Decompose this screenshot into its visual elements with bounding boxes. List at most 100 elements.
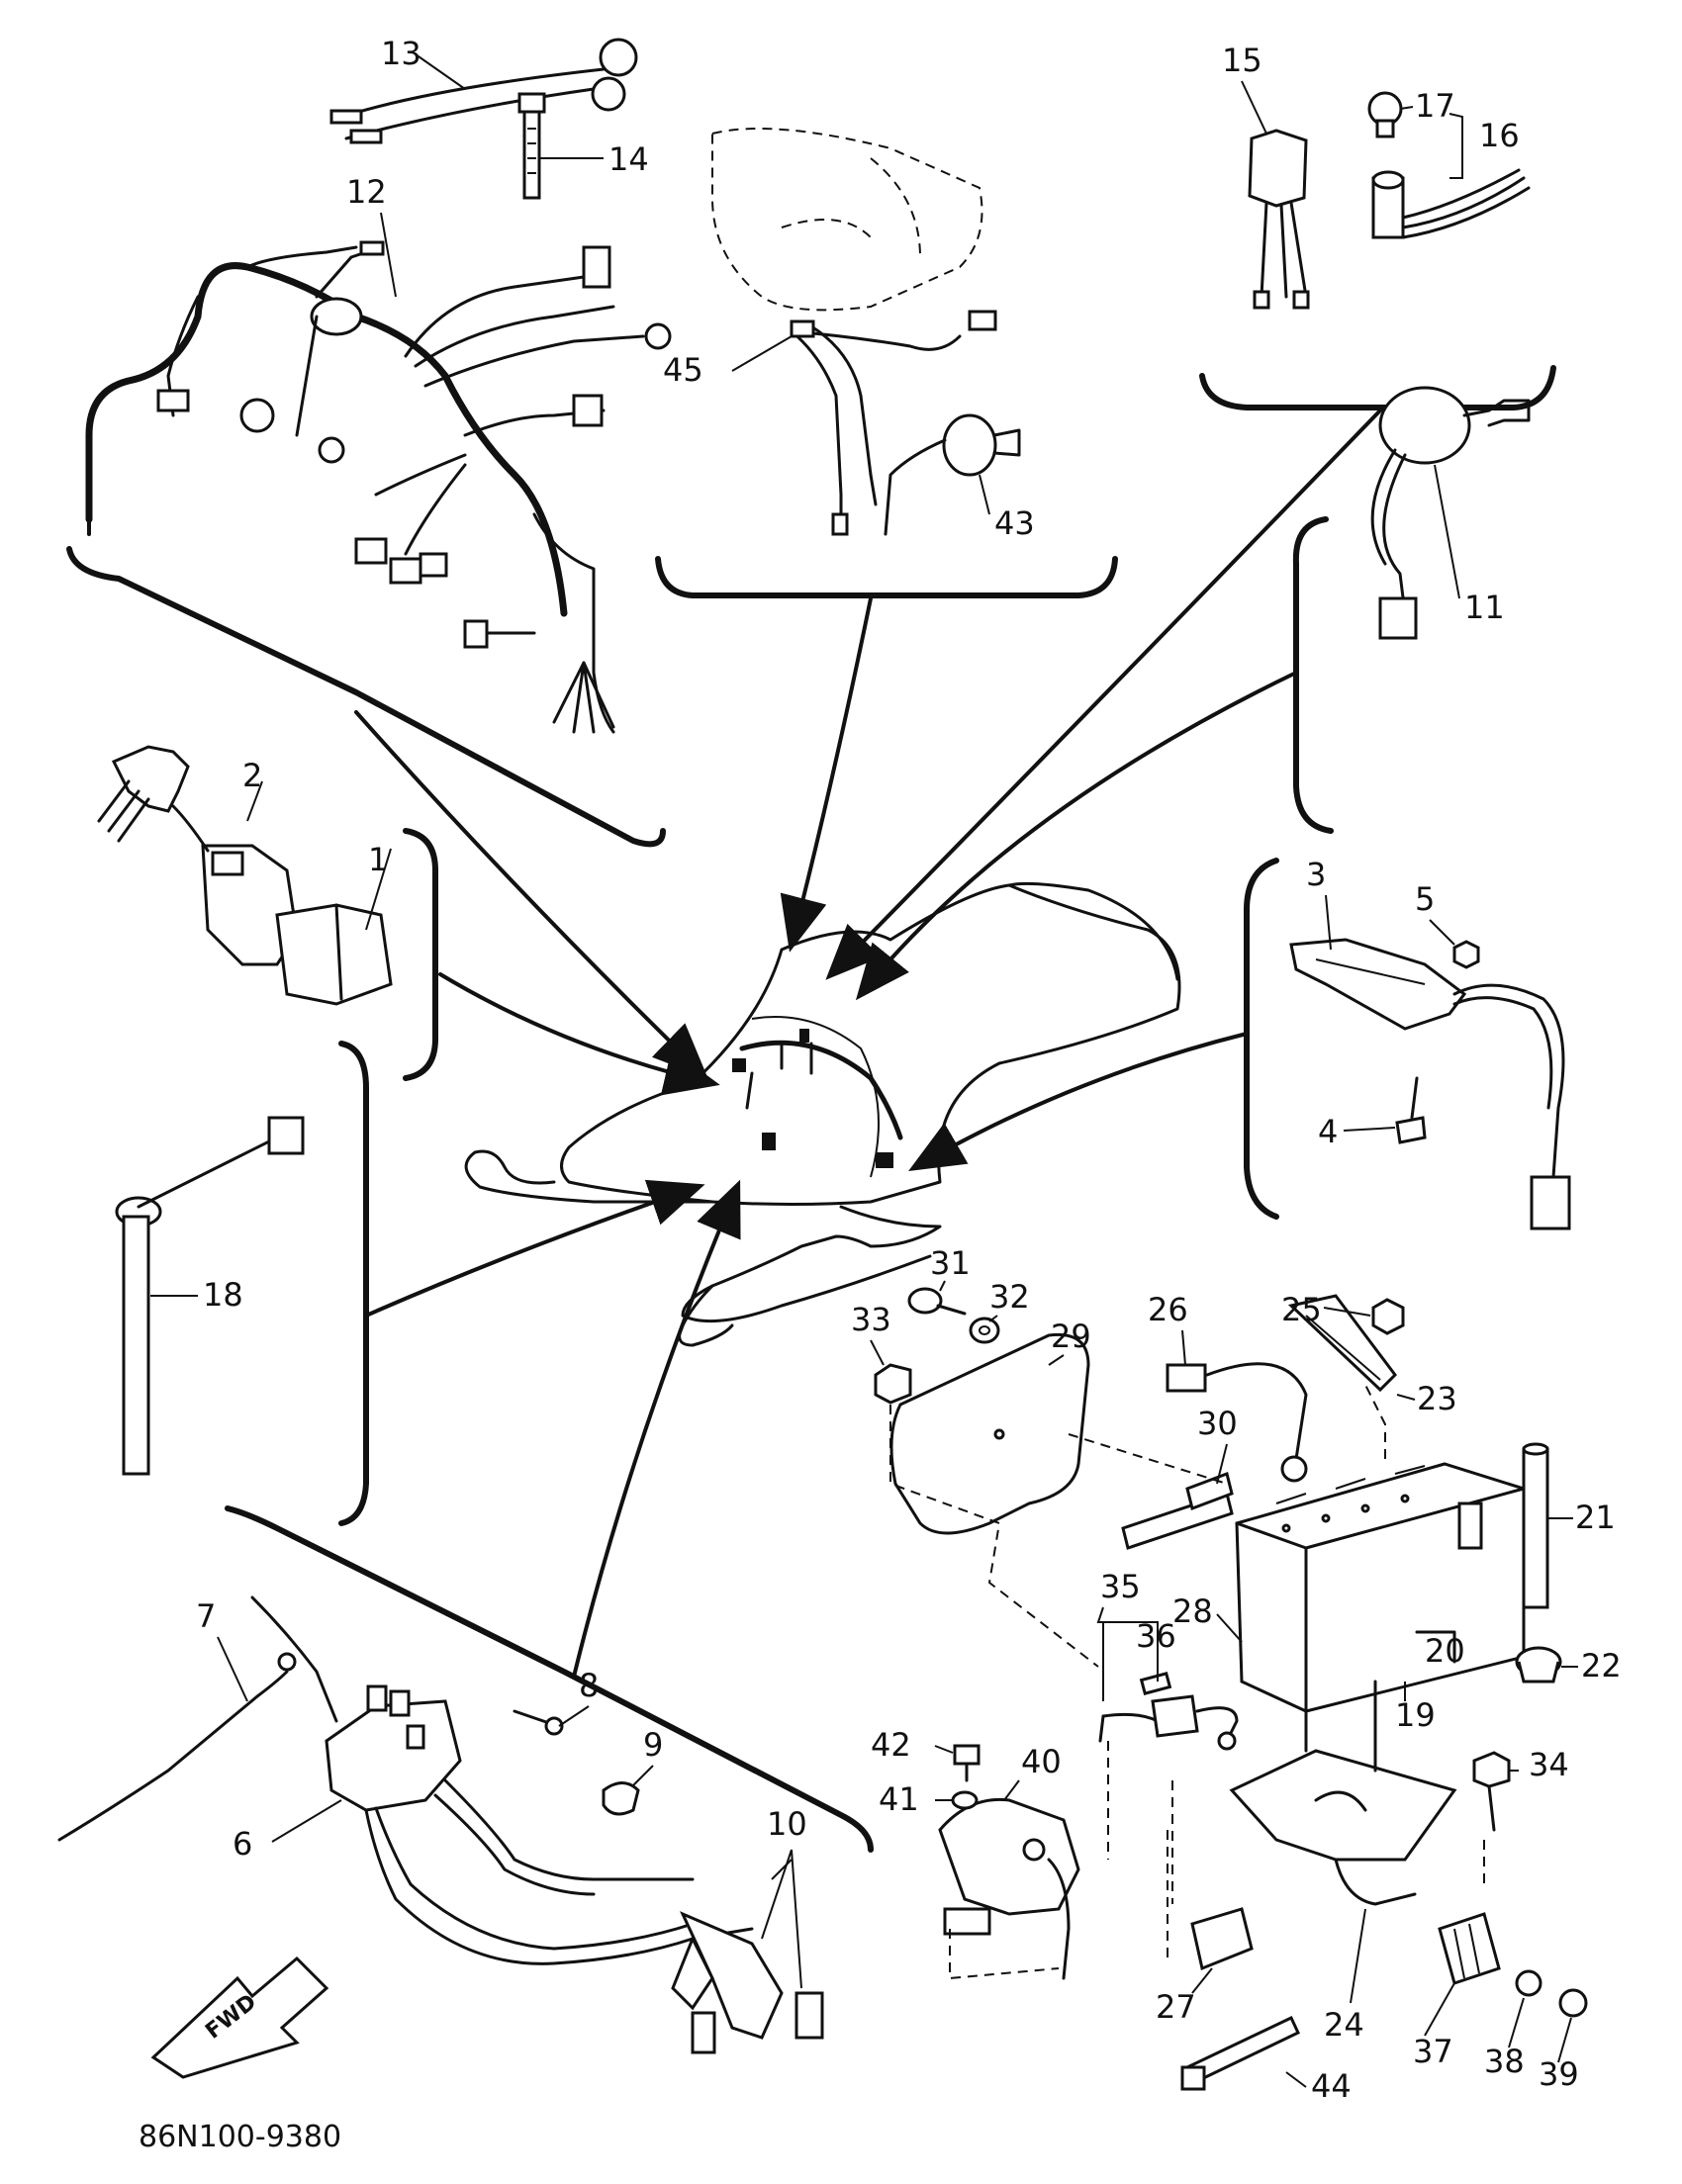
battery-box-24 [1229,1680,1457,1906]
drawing-code: 86N100-9380 [139,2120,341,2154]
wire-harness-part [85,240,672,734]
clamp-9 [602,1781,640,1816]
coupler-2 [97,745,299,966]
washer-32 [969,1317,1000,1344]
main-switch-11 [1370,386,1531,640]
bolt-31 [907,1287,967,1316]
callout-14: 14 [608,140,649,178]
fuse-holder-35 [1098,1694,1239,1751]
callout-33: 33 [851,1301,891,1338]
bracket-27 [1171,1780,1254,1971]
cord-7 [57,1652,297,1842]
relay-40 [938,1797,1080,1980]
callout-44: 44 [1311,2067,1352,2105]
headlight-part [711,128,983,312]
callout-leaders [150,53,1578,2088]
battery-band-23 [1287,1294,1397,1393]
callout-18: 18 [203,1276,243,1314]
callout-31: 31 [930,1244,971,1282]
cover-29 [889,1332,1099,1668]
breather-hose-21 [1522,1442,1549,1609]
callout-8: 8 [579,1667,599,1704]
grommet-22 [1515,1646,1562,1684]
callout-4: 4 [1318,1113,1338,1150]
washer-41 [951,1790,979,1810]
callout-10: 10 [767,1805,807,1843]
callout-28: 28 [1172,1592,1213,1630]
bracket-sensor [338,1041,369,1526]
callout-26: 26 [1148,1291,1188,1328]
callout-9: 9 [643,1726,663,1764]
callout-6: 6 [233,1825,252,1863]
callout-36: 36 [1136,1617,1176,1655]
callout-34: 34 [1529,1746,1569,1783]
bolt-42 [953,1744,981,1782]
nut-38 [1515,1969,1542,1997]
callout-19: 19 [1395,1696,1436,1734]
nut-25 [1371,1298,1405,1335]
callout-17: 17 [1415,87,1455,125]
callout-43: 43 [994,504,1035,542]
fuse-36 [1139,1672,1172,1695]
nut-5 [1452,940,1480,969]
callout-11: 11 [1464,589,1505,626]
sensor-18 [115,1116,305,1476]
callout-labels: 1 2 3 4 5 6 7 8 9 10 11 12 13 14 15 16 1… [196,35,1622,2105]
callout-45: 45 [663,351,703,389]
callout-1: 1 [368,841,388,878]
callout-42: 42 [871,1726,911,1764]
nut-39 [1558,1988,1588,2018]
nut-33 [874,1363,912,1405]
callout-3: 3 [1306,856,1326,893]
callout-21: 21 [1575,1499,1616,1536]
callout-30: 30 [1197,1405,1238,1442]
callout-40: 40 [1021,1743,1062,1780]
strap-30 [1068,1433,1234,1550]
bracket-flasher-relay [403,828,438,1081]
callout-41: 41 [879,1780,919,1818]
callout-37: 37 [1413,2033,1453,2070]
callout-29: 29 [1051,1318,1091,1355]
callout-2: 2 [242,757,262,794]
relay-15 [1248,129,1310,310]
battery-lead-26 [1166,1362,1308,1483]
forward-arrow-icon: FWD [150,1956,329,2079]
bracket-rear-light [1244,858,1279,1220]
label-20 [1415,1502,1483,1664]
ignition-coil-6 [250,1595,824,2054]
cable-tie-14 [517,92,546,200]
cable-tie-44 [1180,2015,1300,2091]
battery-28 [1235,1384,1526,1713]
bulb-socket-16 [1371,168,1531,239]
headlight-socket-45 [790,310,997,536]
flasher-relay-1 [275,903,393,1006]
bracket-headlight [655,556,1118,598]
callout-5: 5 [1415,880,1435,918]
bracket-wire-harness [66,546,666,848]
callout-35: 35 [1100,1568,1141,1605]
callout-25: 25 [1281,1291,1322,1328]
callout-15: 15 [1222,42,1262,79]
bolt-8 [513,1709,564,1736]
callout-7: 7 [196,1597,216,1635]
bracket-main-switch [1292,516,1334,834]
callout-23: 23 [1417,1380,1457,1417]
lead-wire-13 [329,38,638,144]
rear-light-housing-3 [1289,938,1571,1230]
bracket-ignition-coil [225,1505,874,1853]
callout-32: 32 [989,1278,1030,1316]
bracket-relay-bulb [1199,365,1556,410]
snowmobile-outline [464,881,1181,1347]
callout-16: 16 [1479,117,1520,154]
assembly-guides [949,1741,1485,1980]
plug-cap-10 [771,1859,793,1880]
callout-12: 12 [346,173,387,211]
callout-22: 22 [1581,1647,1622,1684]
screw-4 [1395,1076,1427,1144]
leader-arrows [354,409,1382,1679]
callout-27: 27 [1156,1988,1196,2026]
bolt-34 [1472,1751,1511,1832]
callout-24: 24 [1324,2006,1364,2044]
callout-38: 38 [1484,2043,1525,2080]
